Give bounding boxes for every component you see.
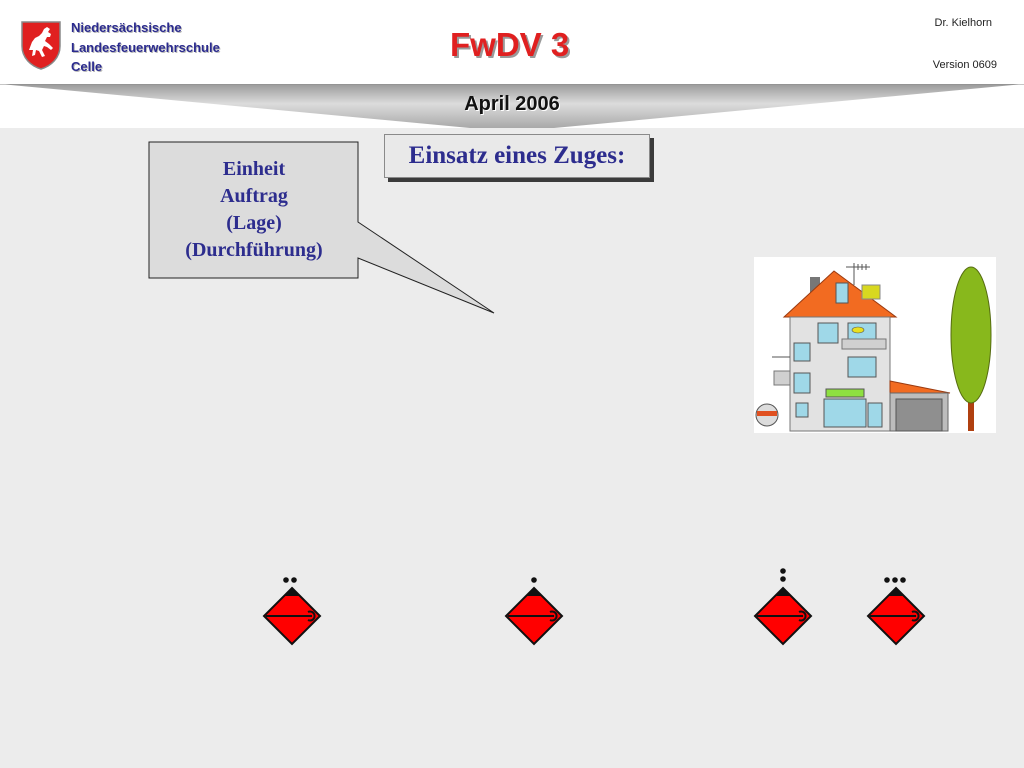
slide-title: Einsatz eines Zuges: xyxy=(384,134,650,178)
organization-name: Niedersächsische Landesfeuerwehrschule C… xyxy=(71,18,220,77)
callout-text: Einheit Auftrag (Lage) (Durchführung) xyxy=(149,156,359,264)
org-line-2: Landesfeuerwehrschule xyxy=(71,39,220,55)
coat-of-arms-icon xyxy=(21,21,61,70)
house-illustration xyxy=(754,257,996,433)
callout-line-2: Auftrag xyxy=(220,185,288,207)
fire-vehicle-icon xyxy=(753,568,813,646)
fire-vehicle-icon xyxy=(504,577,564,646)
fire-vehicle-icon xyxy=(866,577,926,646)
banner-date: April 2006 xyxy=(464,93,560,115)
author-label: Dr. Kielhorn xyxy=(934,17,992,29)
org-line-1: Niedersächsische xyxy=(71,20,182,35)
version-label: Version 0609 xyxy=(932,59,997,71)
callout-line-3: (Lage) xyxy=(226,212,282,234)
banner-shape xyxy=(0,84,1024,128)
header: Niedersächsische Landesfeuerwehrschule C… xyxy=(0,0,1024,128)
callout-line-1: Einheit xyxy=(222,158,286,180)
page-title: FwDV 3 xyxy=(450,26,570,63)
org-line-3: Celle xyxy=(71,59,103,74)
callout-line-4: (Durchführung) xyxy=(185,239,323,261)
fire-vehicle-icon xyxy=(262,577,322,646)
